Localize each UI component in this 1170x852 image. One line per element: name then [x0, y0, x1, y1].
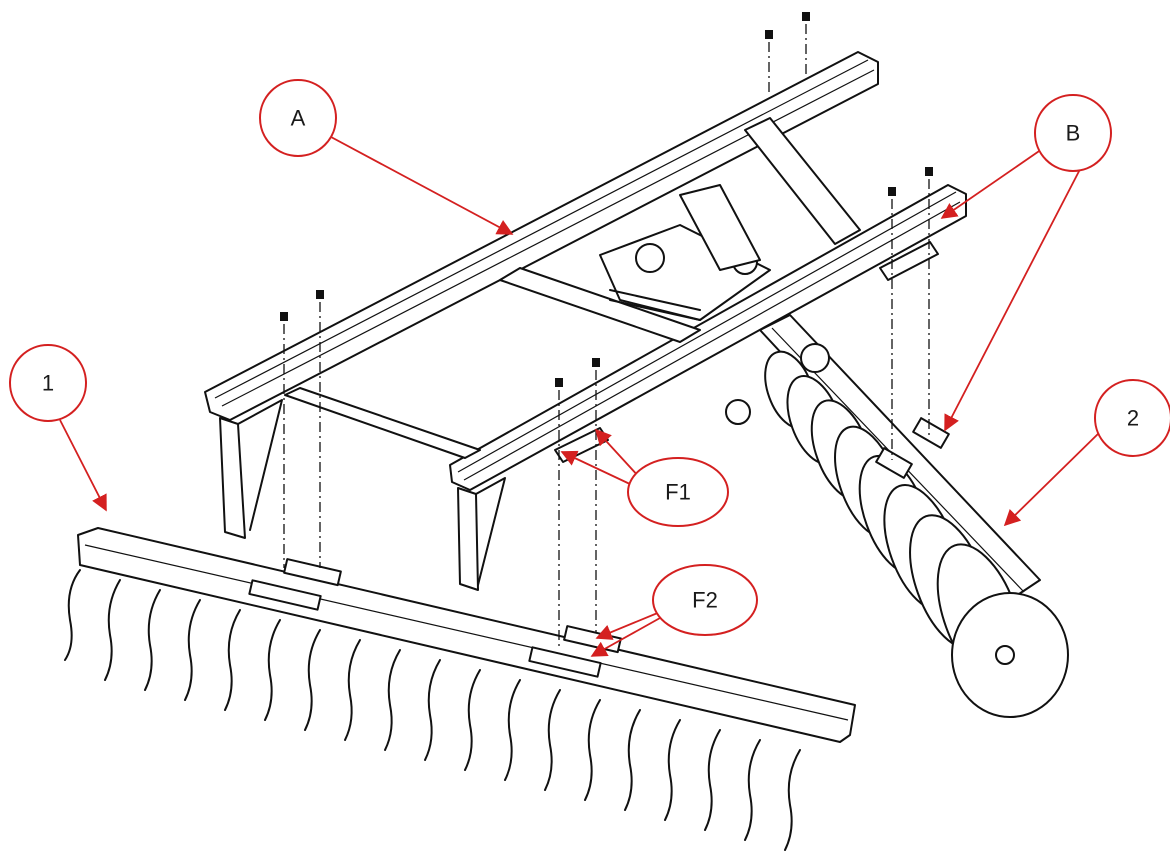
leader-arrow-F1-upper	[594, 428, 641, 479]
front-frame-beam	[449, 184, 967, 491]
leader-arrow-B-upper	[940, 146, 1046, 219]
tine-harrow-bar	[64, 527, 856, 851]
leader-arrow-F2-lower	[590, 617, 661, 657]
packer-roller-assembly	[725, 314, 1069, 718]
frame-leg-left	[219, 417, 246, 539]
callout-1: 1	[9, 344, 87, 422]
bolt-icon	[802, 12, 810, 21]
bolt-icon	[888, 187, 896, 196]
callout-label-F2: F2	[692, 588, 718, 613]
front-beam-bracket-right	[879, 241, 939, 281]
callout-label-A: A	[291, 106, 306, 131]
main-frame	[204, 51, 967, 591]
leader-arrow-1	[59, 419, 107, 512]
callout-arrows	[59, 129, 1103, 657]
callout-label-B: B	[1066, 121, 1081, 146]
leader-arrow-A	[317, 129, 514, 235]
callout-A: A	[259, 79, 337, 157]
cross-member-left	[284, 387, 481, 459]
spring-tines	[64, 569, 801, 851]
harrow-clamp-left-top	[283, 558, 342, 587]
frame-leg-middle	[457, 487, 479, 591]
bolt-icon	[765, 30, 773, 39]
fasteners	[280, 12, 933, 650]
roller-mount-plate-lower	[875, 447, 913, 479]
bolt-icon	[316, 290, 324, 299]
bolt-icon	[555, 378, 563, 387]
harrow-clamp-right-bottom	[528, 646, 602, 678]
callout-F2: F2	[652, 564, 758, 636]
leader-arrow-F2-upper	[595, 611, 661, 640]
bolt-icon	[592, 358, 600, 367]
callout-F1: F1	[627, 457, 729, 527]
callout-label-1: 1	[42, 371, 54, 396]
roller-axle-nut	[725, 399, 751, 425]
hitch-linkage	[599, 184, 771, 321]
cross-member-middle	[499, 267, 701, 343]
harrow-clamp-left-bottom	[248, 579, 322, 611]
callout-label-F1: F1	[665, 480, 691, 505]
callout-label-2: 2	[1127, 406, 1139, 431]
leader-arrow-F1-lower	[560, 450, 633, 486]
roller-discs	[764, 350, 1069, 718]
leader-arrow-2	[1003, 429, 1103, 527]
leader-arrow-B-lower	[944, 149, 1091, 432]
roller-pivot-hub	[800, 343, 830, 373]
callout-2: 2	[1094, 379, 1170, 457]
cross-member-right	[744, 117, 861, 245]
callout-B: B	[1034, 94, 1112, 172]
bolt-icon	[925, 167, 933, 176]
roller-mount-plate-upper	[912, 417, 950, 449]
bolt-icon	[280, 312, 288, 321]
harrow-beam	[77, 527, 856, 743]
